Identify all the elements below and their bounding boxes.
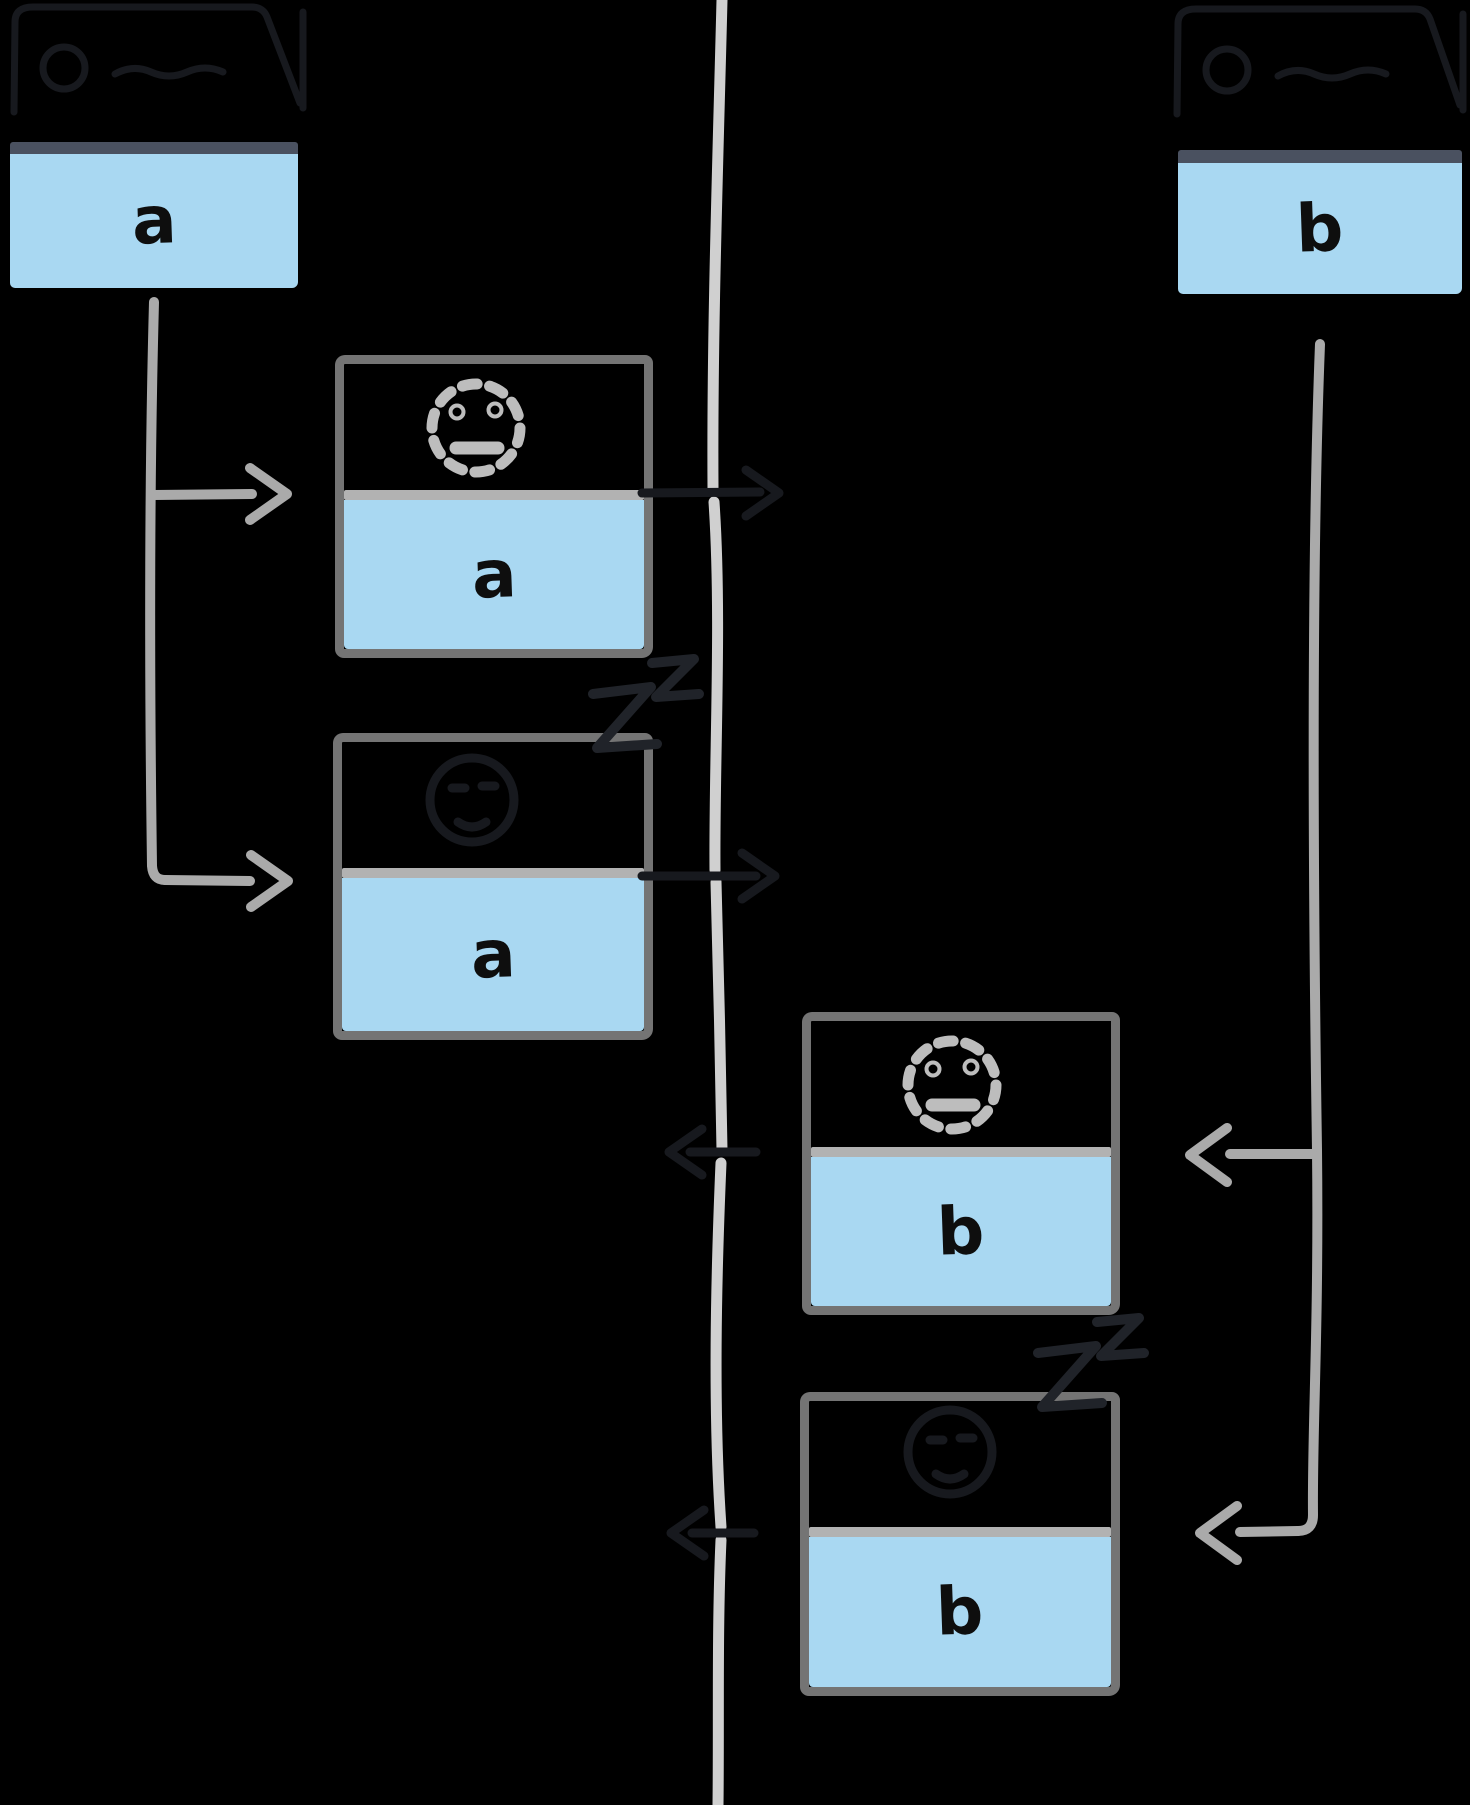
tab-b-titlebar — [1178, 150, 1462, 163]
arrow-tab-a-trunk — [145, 297, 170, 885]
dotted-face-icon — [426, 378, 526, 478]
worker-box-b1: b — [802, 1012, 1120, 1315]
worker-a1-scope: a — [344, 500, 644, 649]
zzz-icon — [588, 654, 704, 753]
arrow-tab-b-trunk — [1293, 339, 1325, 1536]
ghost-arrow-worker-b1-to-boundary — [664, 1124, 761, 1180]
tab-a-titlebar — [10, 142, 298, 154]
arrow-tab-b-to-worker-b2 — [1195, 1501, 1303, 1565]
browser-tab-a: a — [10, 142, 298, 288]
tab-b-ghost-outline-icon — [1173, 5, 1467, 118]
ghost-arrow-worker-a1-to-boundary — [637, 465, 784, 521]
process-boundary-line — [707, 0, 728, 1805]
worker-b1-scope: b — [811, 1157, 1111, 1306]
worker-a2-scope: a — [342, 878, 644, 1031]
worker-a1-divider — [344, 490, 644, 500]
tab-b-page: b — [1178, 163, 1462, 294]
worker-b2-scope: b — [809, 1537, 1111, 1687]
worker-box-a1: a — [335, 355, 653, 658]
sleeping-face-icon — [425, 753, 519, 847]
zzz-icon — [1033, 1313, 1149, 1412]
ghost-arrow-worker-a2-to-boundary — [637, 848, 780, 904]
dotted-face-icon — [902, 1035, 1002, 1135]
worker-b2-divider — [809, 1527, 1111, 1537]
sleeping-face-icon — [903, 1405, 997, 1499]
arrow-tab-b-to-worker-b1 — [1185, 1123, 1317, 1187]
arrow-tab-a-to-worker-a2 — [160, 850, 293, 912]
arrow-tab-a-to-worker-a1 — [149, 463, 292, 525]
tab-a-ghost-outline-icon — [10, 3, 307, 116]
worker-b1-divider — [811, 1147, 1111, 1157]
worker-box-b2: b — [800, 1392, 1120, 1696]
worker-box-a2: a — [333, 733, 653, 1040]
tab-a-page: a — [10, 154, 298, 288]
worker-a2-divider — [342, 868, 644, 878]
ghost-arrow-worker-b2-to-boundary — [666, 1505, 759, 1561]
browser-tab-b: b — [1178, 150, 1462, 294]
